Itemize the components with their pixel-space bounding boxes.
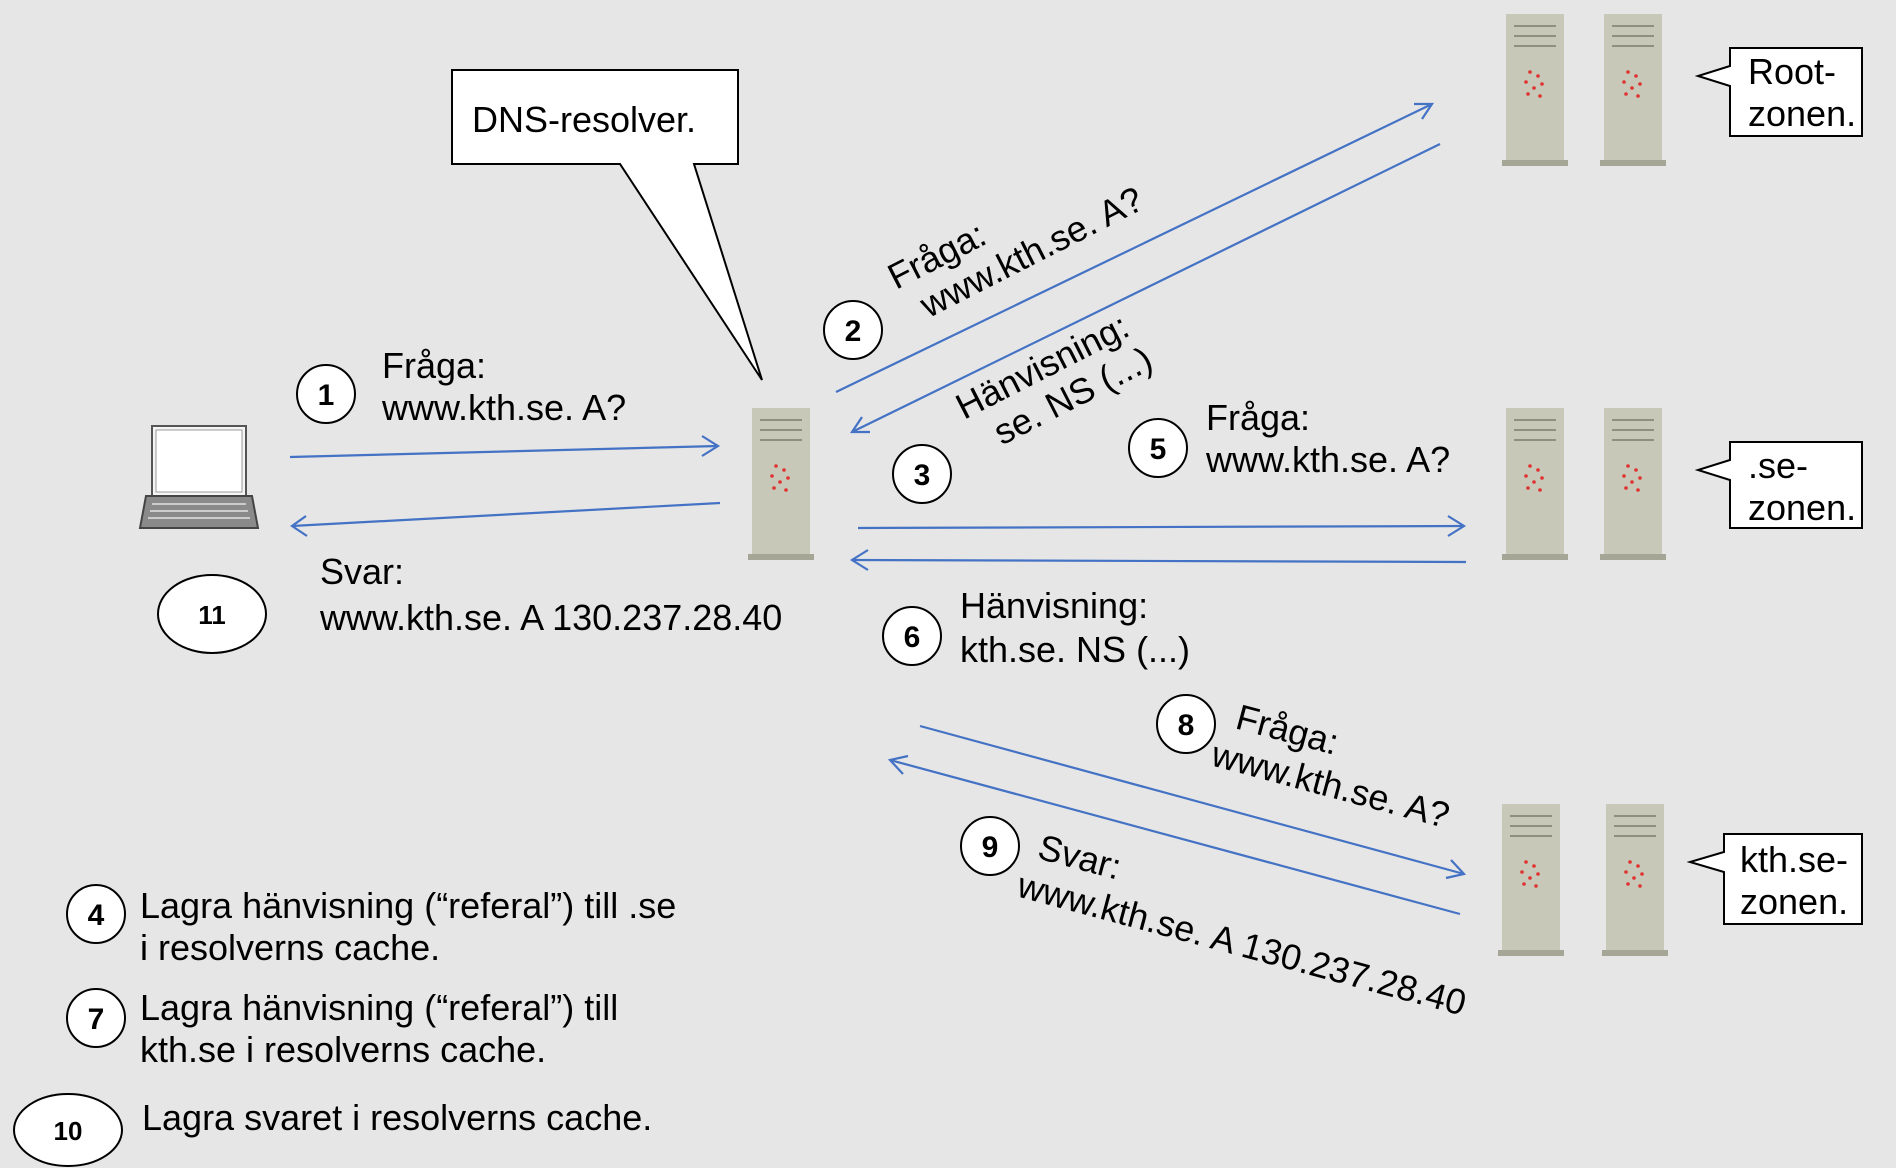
step-9-number: 9 <box>982 831 999 864</box>
step-5-number: 5 <box>1150 433 1167 466</box>
step-8-number: 8 <box>1178 709 1195 742</box>
root-servers-icon <box>1501 13 1667 167</box>
step-1-line1: Fråga: <box>382 345 486 386</box>
step-4-line2: i resolverns cache. <box>140 927 440 968</box>
step-6: 6 Hänvisning: kth.se. NS (...) <box>882 585 1190 670</box>
step-6-number: 6 <box>904 621 921 654</box>
step-4: 4 Lagra hänvisning (“referal”) till .se … <box>66 884 676 968</box>
arrow-resolver-to-root <box>835 102 1435 393</box>
step-3: 3 Hänvisning: se. NS (...) <box>892 305 1159 504</box>
step-11-number: 11 <box>198 600 226 630</box>
laptop-icon <box>138 425 260 529</box>
resolver-server-icon <box>747 407 815 561</box>
step-1-number: 1 <box>318 379 335 412</box>
arrow-root-to-resolver <box>849 143 1441 434</box>
se-zone-label-line2: zonen. <box>1748 487 1856 528</box>
step-5-line1: Fråga: <box>1206 397 1310 438</box>
se-servers-icon <box>1501 407 1667 561</box>
step-3-number: 3 <box>914 459 931 492</box>
kth-zone-label-line1: kth.se- <box>1740 839 1848 880</box>
step-2-number: 2 <box>845 315 862 348</box>
resolver-callout-label: DNS-resolver. <box>472 99 696 140</box>
step-5: 5 Fråga: www.kth.se. A? <box>1128 397 1450 480</box>
step-7-line1: Lagra hänvisning (“referal”) till <box>140 987 618 1028</box>
step-5-line2: www.kth.se. A? <box>1205 439 1450 480</box>
se-zone-label-line1: .se- <box>1748 445 1808 486</box>
step-4-number: 4 <box>88 899 105 932</box>
arrow-kth-to-resolver <box>887 754 1461 916</box>
arrow-resolver-to-kth <box>919 724 1467 880</box>
kth-zone-label-line2: zonen. <box>1740 881 1848 922</box>
step-7-number: 7 <box>88 1003 105 1036</box>
step-11: 11 Svar: www.kth.se. A 130.237.28.40 <box>157 551 782 654</box>
step-6-line2: kth.se. NS (...) <box>960 629 1190 670</box>
se-zone-callout: .se- zonen. <box>1694 441 1863 529</box>
step-1-line2: www.kth.se. A? <box>381 387 626 428</box>
kth-zone-callout: kth.se- zonen. <box>1686 833 1863 925</box>
step-10-number: 10 <box>54 1116 83 1146</box>
step-11-line1: Svar: <box>320 551 404 592</box>
step-1: 1 Fråga: www.kth.se. A? <box>296 345 626 428</box>
arrow-resolver-to-se <box>857 515 1467 537</box>
arrow-resolver-to-client <box>290 501 721 537</box>
root-zone-label-line1: Root- <box>1748 51 1836 92</box>
arrow-se-to-resolver <box>849 549 1467 571</box>
step-7-line2: kth.se i resolverns cache. <box>140 1029 546 1070</box>
arrow-client-to-resolver <box>289 435 721 459</box>
root-zone-callout: Root- zonen. <box>1694 47 1863 137</box>
step-9-line2: www.kth.se. A 130.237.28.40 <box>1012 864 1470 1024</box>
step-10: 10 Lagra svaret i resolverns cache. <box>13 1093 652 1167</box>
step-7: 7 Lagra hänvisning (“referal”) till kth.… <box>66 987 618 1070</box>
kth-servers-icon <box>1497 803 1669 957</box>
step-6-line1: Hänvisning: <box>960 585 1148 626</box>
step-4-line1: Lagra hänvisning (“referal”) till .se <box>140 885 676 926</box>
step-8: 8 Fråga: www.kth.se. A? <box>1156 694 1454 836</box>
resolver-callout: DNS-resolver. <box>451 69 763 381</box>
step-11-line2: www.kth.se. A 130.237.28.40 <box>319 597 782 638</box>
root-zone-label-line2: zonen. <box>1748 93 1856 134</box>
step-9: 9 Svar: www.kth.se. A 130.237.28.40 <box>960 816 1471 1024</box>
step-10-line1: Lagra svaret i resolverns cache. <box>142 1097 652 1138</box>
